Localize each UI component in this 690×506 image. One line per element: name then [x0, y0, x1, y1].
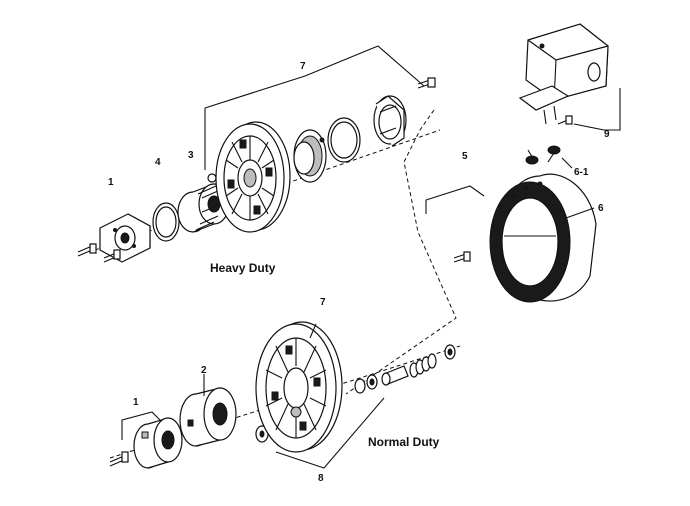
callout-6-1: 6-1	[574, 167, 589, 178]
gear-set-screw	[207, 173, 217, 183]
callout-7-heavy: 7	[300, 61, 306, 72]
gear-hub-part	[177, 183, 230, 233]
heavy-bushing-screw-1	[77, 243, 97, 257]
conduit-box-part	[525, 23, 609, 101]
coil-screw-part	[453, 251, 471, 263]
normal-duty-caption: Normal Duty	[368, 435, 440, 449]
heavy-duty-caption: Heavy Duty	[210, 261, 276, 275]
callout-3: 3	[188, 150, 194, 161]
callout-7-heavy-bracket	[204, 45, 425, 109]
heavy-armature-hub-part	[293, 129, 327, 183]
normal-hub-part	[179, 387, 237, 447]
conduit-bracket-part	[518, 85, 570, 125]
heavy-friction-disc-part	[215, 121, 291, 233]
heavy-to-normal-dashed-connector	[345, 109, 457, 395]
normal-bushing-screw-part	[109, 451, 129, 467]
callout-1-heavy: 1	[108, 177, 114, 188]
normal-spring-part	[409, 353, 437, 378]
normal-cap-part	[444, 344, 456, 360]
callout-9-leader	[573, 88, 621, 131]
conduit-bolt-part	[557, 115, 573, 125]
normal-washer-1-part	[354, 378, 366, 394]
callout-8: 8	[318, 473, 324, 484]
callout-4: 4	[155, 157, 161, 168]
retaining-ring-part	[152, 202, 180, 242]
callout-6-leader	[565, 207, 595, 219]
heavy-bushing-part	[99, 213, 151, 263]
callout-1-normal: 1	[133, 397, 139, 408]
heavy-o-ring-part	[327, 117, 361, 163]
callout-2: 2	[201, 365, 207, 376]
coil-mount-screw-2	[547, 145, 561, 163]
coil-mount-screw-1	[525, 149, 539, 165]
callout-7-normal-leader	[309, 323, 317, 339]
callout-6-1-leader	[561, 157, 573, 169]
callout-5-bracket	[425, 185, 485, 214]
normal-washer-2-part	[366, 374, 378, 390]
callout-7-normal: 7	[320, 297, 326, 308]
callout-8-bracket	[275, 397, 385, 469]
callout-9: 9	[604, 129, 610, 140]
callout-5: 5	[462, 151, 468, 162]
callout-6: 6	[598, 203, 604, 214]
heavy-bushing-screw-2	[103, 249, 121, 263]
normal-pin-part	[381, 365, 409, 386]
normal-bushing-part	[133, 417, 183, 469]
callout-1-normal-bracket	[121, 411, 161, 440]
coil-magnet-part	[489, 173, 597, 303]
normal-friction-disc-part	[255, 321, 343, 453]
heavy-cover-part	[373, 95, 407, 147]
